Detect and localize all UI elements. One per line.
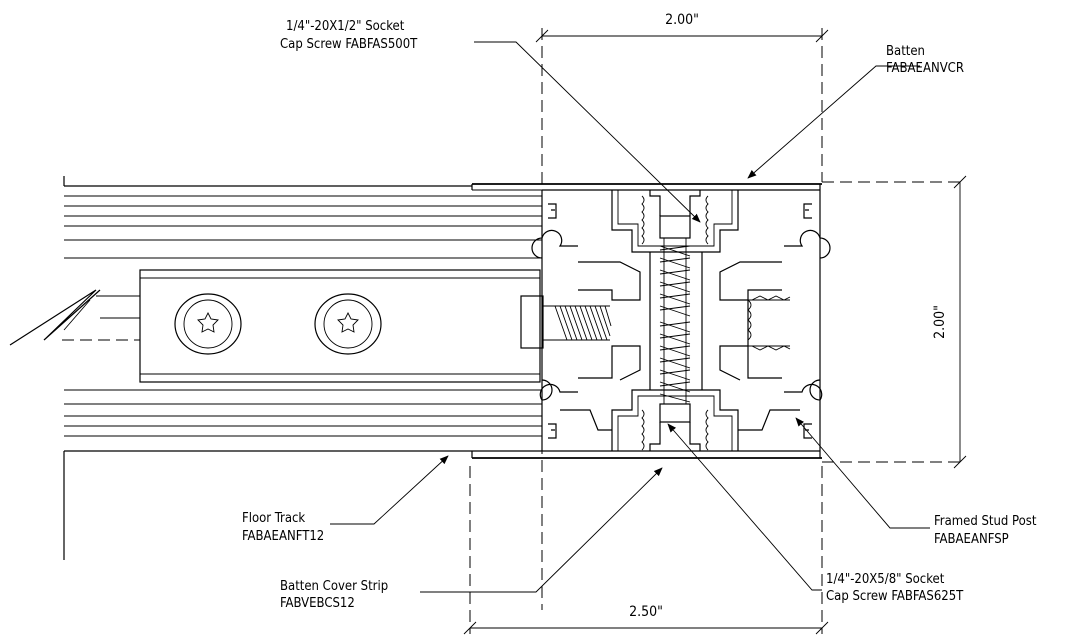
leader-batten (747, 65, 920, 179)
dimension-top-value: 2.00" (665, 12, 699, 28)
leader-screw-bottom (667, 423, 822, 591)
break-line (9, 289, 140, 346)
leader-cover-strip (420, 467, 663, 593)
dimension-top (535, 28, 829, 610)
label-batten-line2: FABAEANVCR (886, 61, 964, 76)
framed-stud-post (531, 190, 831, 451)
connector-block (139, 269, 541, 383)
leader-floor-track (330, 455, 449, 525)
label-batten-line1: Batten (886, 44, 925, 59)
horizontal-screw (520, 295, 612, 349)
label-floor-track-line1: Floor Track (242, 511, 305, 526)
floor-track (63, 176, 542, 560)
dimension-right (822, 175, 967, 469)
label-screw-top-line2: Cap Screw FABFAS500T (280, 37, 418, 52)
label-screw-bottom-line2: Cap Screw FABFAS625T (826, 589, 964, 604)
cover-strip-bottom-plate (471, 450, 822, 459)
label-screw-bottom-line1: 1/4"-20X5/8" Socket (826, 572, 945, 587)
batten-top-plate (471, 183, 822, 191)
leader-screw-top (474, 41, 701, 223)
label-framed-stud-line1: Framed Stud Post (934, 514, 1037, 529)
label-floor-track-line2: FABAEANFT12 (242, 529, 324, 544)
fastener-head-right (314, 293, 382, 355)
label-screw-top-line1: 1/4"-20X1/2" Socket (286, 19, 405, 34)
label-framed-stud-line2: FABAEANFSP (934, 532, 1009, 547)
label-cover-strip-line1: Batten Cover Strip (280, 579, 388, 594)
label-cover-strip-line2: FABVEBCS12 (280, 596, 355, 611)
dimension-right-value: 2.00" (932, 305, 948, 339)
leader-framed-stud (795, 417, 930, 529)
vertical-cap-screw (641, 190, 709, 451)
dimension-bottom (463, 466, 829, 635)
dimension-bottom-value: 2.50" (629, 604, 663, 620)
fastener-head-left (174, 293, 242, 355)
